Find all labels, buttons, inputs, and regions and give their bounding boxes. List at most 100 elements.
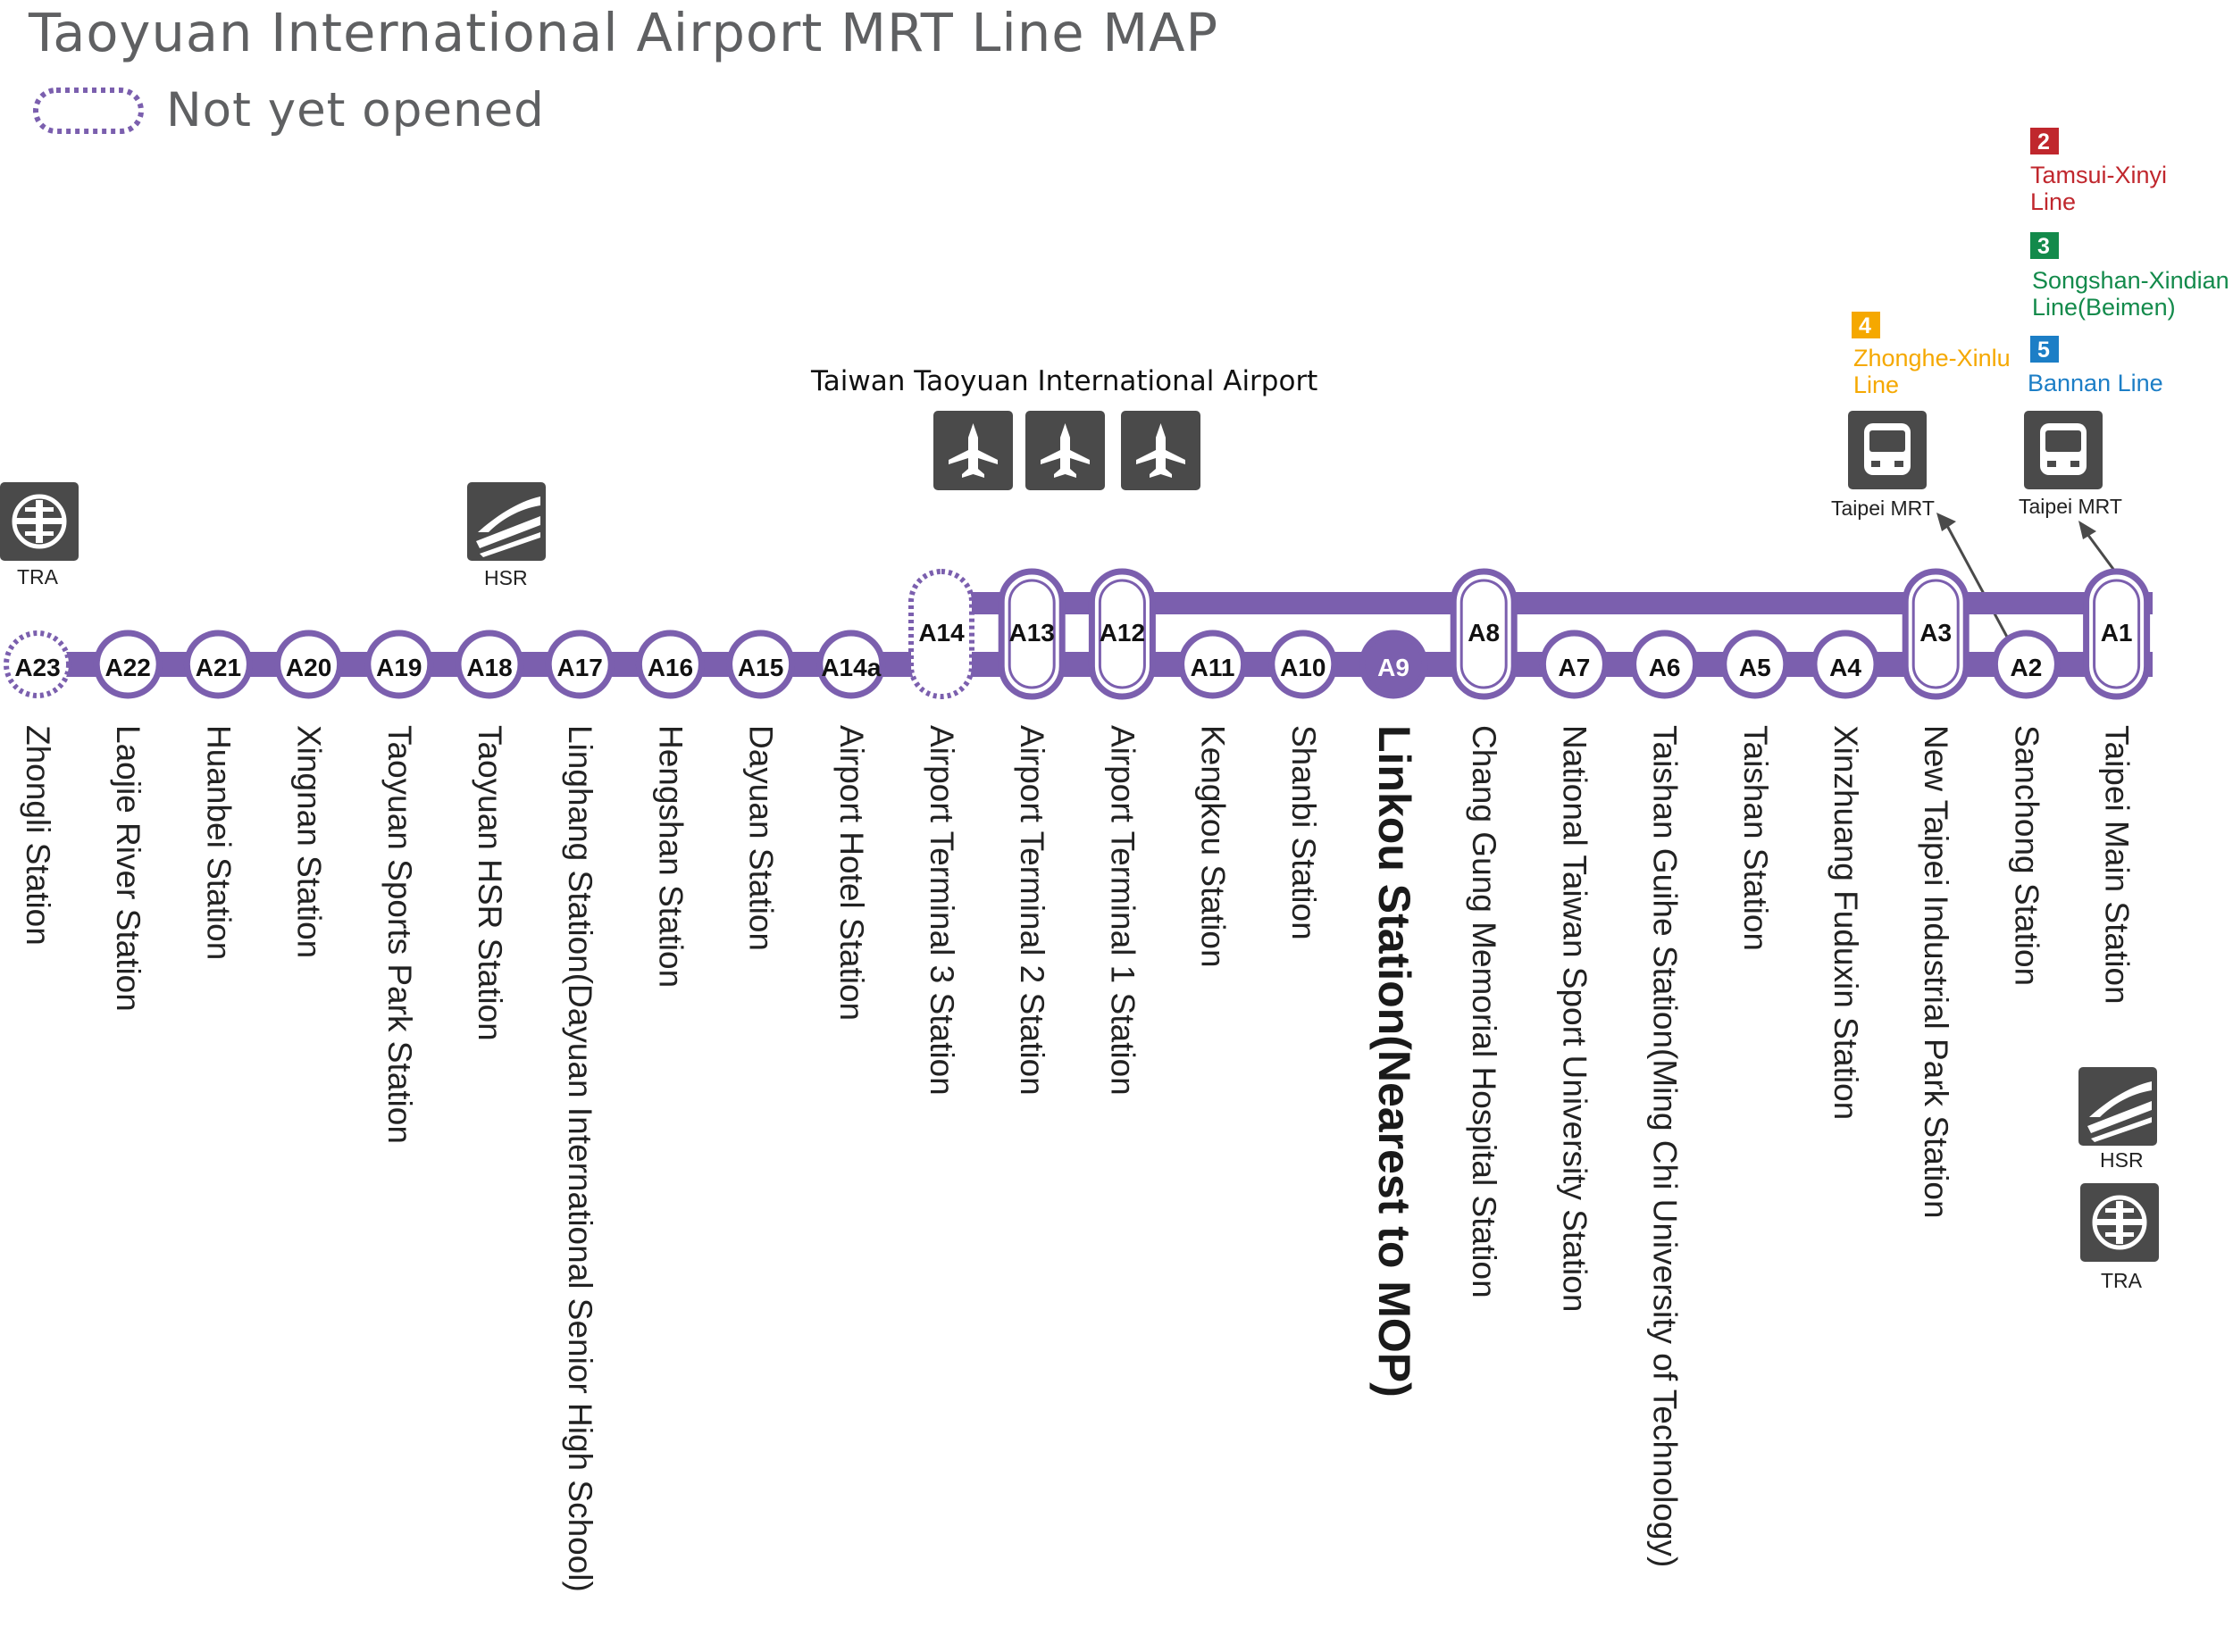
station-code: A11 — [1191, 654, 1235, 681]
station-name: Airport Terminal 1 Station — [1104, 725, 1141, 1096]
station-marker[interactable]: A20 — [274, 630, 344, 699]
taipei-mrt-icon — [2024, 411, 2103, 489]
station-code: A1 — [2101, 619, 2133, 647]
line-2-name: Tamsui-Xinyi — [2030, 162, 2167, 188]
station-code: A3 — [1919, 619, 1952, 647]
map-title: Taoyuan International Airport MRT Line M… — [28, 2, 1218, 63]
stations-layer: A23 A22 A21 A20 A19 A18 A17 A16 A15 A14a A14 A13 A12… — [4, 568, 2151, 700]
airport-label: Taiwan Taoyuan International Airport — [810, 365, 1317, 397]
station-marker[interactable]: A22 — [93, 630, 163, 699]
station-marker[interactable]: A7 — [1539, 630, 1609, 699]
hsr-icon — [467, 482, 546, 561]
station-marker[interactable]: A16 — [635, 630, 705, 699]
station-name: Airport Terminal 3 Station — [924, 725, 960, 1096]
station-marker[interactable]: A14 — [908, 569, 974, 699]
line-3-name-2: Line(Beimen) — [2032, 294, 2176, 321]
station-name: Airport Hotel Station — [833, 725, 870, 1021]
station-code: A9 — [1377, 654, 1409, 681]
station-code: A14a — [821, 654, 881, 681]
line-3-badge: 3 Songshan-Xindian Line(Beimen) — [2030, 232, 2229, 321]
station-code: A13 — [1009, 619, 1055, 647]
station-name: Linghang Station(Dayuan International Se… — [562, 725, 598, 1592]
taipei-mrt-icon — [1848, 411, 1927, 489]
station-name: Laojie River Station — [110, 725, 146, 1012]
station-marker[interactable]: A4 — [1811, 630, 1880, 699]
taipei-mrt-label-a1: Taipei MRT — [2019, 495, 2122, 518]
line-3-number: 3 — [2037, 234, 2050, 259]
station-name: Zhongli Station — [20, 725, 56, 946]
line-5-number: 5 — [2037, 338, 2050, 363]
station-marker[interactable]: A19 — [364, 630, 434, 699]
station-marker[interactable]: A6 — [1630, 630, 1700, 699]
legend: Not yet opened — [33, 83, 545, 138]
taipei-mrt-label-a3: Taipei MRT — [1831, 496, 1935, 520]
station-name: Taishan Guihe Station(Ming Chi Universit… — [1647, 725, 1684, 1567]
station-marker[interactable]: A1 — [2083, 568, 2151, 700]
station-code: A17 — [557, 654, 603, 681]
station-code: A10 — [1280, 654, 1326, 681]
station-code: A8 — [1468, 619, 1500, 647]
station-code: A23 — [14, 654, 60, 681]
station-marker[interactable]: A12 — [1088, 568, 1156, 700]
station-marker[interactable]: A2 — [1991, 630, 2061, 699]
station-marker[interactable]: A3 — [1902, 568, 1970, 700]
airplane-icon — [1121, 411, 1200, 490]
station-name: Taipei Main Station — [2099, 725, 2136, 1005]
station-code: A12 — [1100, 619, 1145, 647]
tra-label: TRA — [17, 565, 59, 588]
station-name: Kengkou Station — [1195, 725, 1232, 968]
taipei-lines-legend: 2 Tamsui-Xinyi Line 3 Songshan-Xindian L… — [1852, 128, 2229, 398]
hsr-label-taipei: HSR — [2100, 1148, 2144, 1172]
station-name: Xinzhuang Fuduxin Station — [1827, 725, 1864, 1120]
station-marker[interactable]: A18 — [455, 630, 524, 699]
line-2-badge: 2 Tamsui-Xinyi Line — [2030, 128, 2167, 215]
line-5-name: Bannan Line — [2028, 370, 2163, 396]
station-code: A21 — [196, 654, 241, 681]
line-4-name-2: Line — [1853, 371, 1899, 398]
station-code: A18 — [466, 654, 512, 681]
station-code: A6 — [1649, 654, 1681, 681]
station-marker[interactable]: A9 — [1359, 630, 1428, 699]
station-code: A7 — [1559, 654, 1591, 681]
tra-label-taipei: TRA — [2101, 1269, 2143, 1292]
station-name: Taoyuan HSR Station — [472, 725, 508, 1041]
line-2-number: 2 — [2037, 129, 2050, 154]
station-name: Shanbi Station — [1285, 725, 1322, 940]
station-name: Sanchong Station — [2008, 725, 2045, 986]
station-name: New Taipei Industrial Park Station — [1918, 725, 1954, 1219]
station-name: National Taiwan Sport University Station — [1556, 725, 1593, 1312]
station-code: A2 — [2011, 654, 2043, 681]
line-5-badge: 5 Bannan Line — [2028, 336, 2163, 396]
station-marker[interactable]: A15 — [726, 630, 796, 699]
station-marker[interactable]: A11 — [1178, 630, 1248, 699]
station-code: A16 — [648, 654, 693, 681]
hsr-label: HSR — [484, 566, 528, 589]
station-name: Taishan Station — [1737, 725, 1774, 951]
transfer-arrows — [1936, 513, 2117, 651]
airplane-icon — [1025, 411, 1105, 490]
station-marker[interactable]: A5 — [1720, 630, 1790, 699]
station-name: Hengshan Station — [652, 725, 689, 988]
station-marker[interactable]: A21 — [183, 630, 253, 699]
station-code: A20 — [286, 654, 331, 681]
line-4-number: 4 — [1859, 313, 1871, 338]
station-marker[interactable]: A23 — [4, 630, 71, 698]
station-code: A15 — [738, 654, 783, 681]
station-marker[interactable]: A13 — [998, 568, 1066, 700]
tra-icon — [0, 482, 79, 561]
airplane-icon — [933, 411, 1013, 490]
hsr-icon — [2078, 1067, 2157, 1146]
station-code: A4 — [1829, 654, 1861, 681]
station-marker[interactable]: A10 — [1268, 630, 1338, 699]
station-name: Xingnan Station — [291, 725, 328, 958]
legend-not-yet-opened-label: Not yet opened — [166, 83, 545, 138]
station-code: A14 — [918, 619, 965, 647]
station-marker[interactable]: A17 — [545, 630, 615, 699]
line-4-name: Zhonghe-Xinlu — [1853, 345, 2011, 371]
airport-group: Taiwan Taoyuan International Airport — [810, 365, 1317, 490]
station-name: Taoyuan Sports Park Station — [381, 725, 418, 1144]
station-marker[interactable]: A14a — [816, 630, 886, 699]
station-code: A5 — [1739, 654, 1771, 681]
station-marker[interactable]: A8 — [1450, 568, 1518, 700]
